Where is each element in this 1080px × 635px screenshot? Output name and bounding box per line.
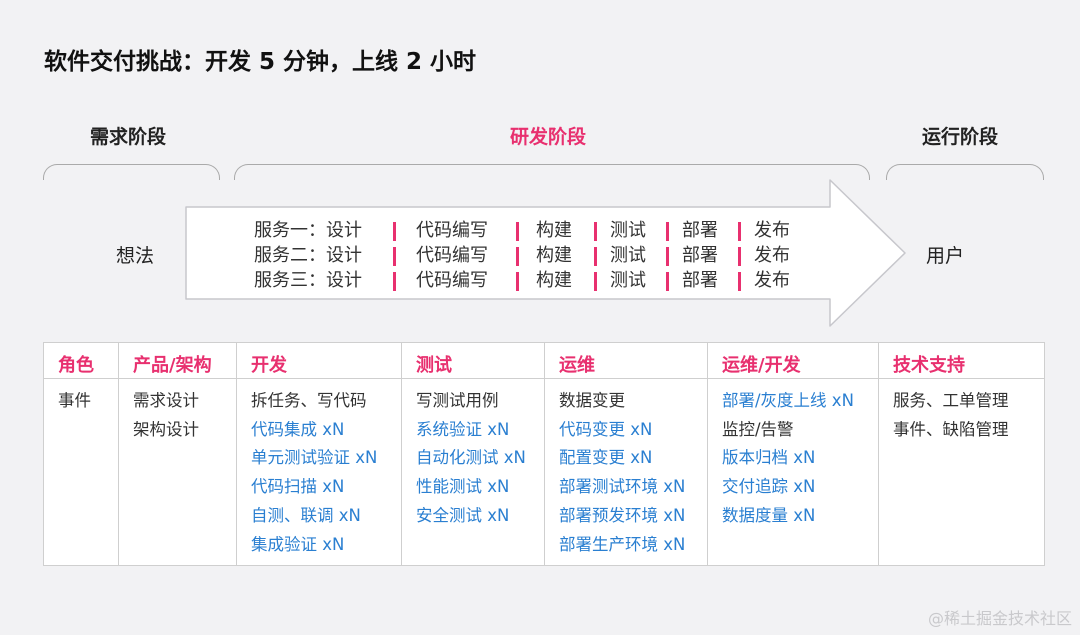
list-item: 写测试用例	[416, 391, 499, 410]
pipeline-step: 部署	[682, 220, 718, 241]
watermark: @稀土掘金技术社区	[927, 609, 1072, 628]
table-cell: 服务、工单管理事件、缺陷管理	[878, 378, 1045, 566]
list-item: 单元测试验证 xN	[251, 448, 378, 468]
list-item: 部署测试环境 xN	[559, 477, 686, 497]
pipeline-step: 代码编写	[416, 270, 488, 291]
list-item: 安全测试 xN	[416, 505, 510, 525]
step-separator	[666, 272, 669, 291]
table-header-row: 角色产品/架构开发测试运维运维/开发技术支持	[43, 342, 1045, 379]
pipeline-step: 发布	[754, 245, 790, 266]
table-header-cell: 测试	[401, 342, 545, 379]
list-item: 事件、缺陷管理	[893, 419, 1009, 439]
step-separator	[516, 272, 519, 291]
list-item: 自测、联调 xN	[251, 505, 361, 525]
step-separator	[393, 272, 396, 291]
list-item: 代码变更 xN	[559, 419, 653, 439]
service-name: 服务三：设计	[254, 270, 362, 291]
list-item: 自动化测试 xN	[416, 448, 526, 468]
table-cell: 事件	[43, 378, 119, 566]
idea-label: 想法	[116, 245, 155, 267]
list-item: 部署/灰度上线 xN	[722, 391, 854, 410]
list-item: 拆任务、写代码	[251, 391, 367, 410]
step-separator	[666, 222, 669, 241]
pipeline-step: 部署	[682, 270, 718, 291]
table-cell: 拆任务、写代码代码集成 xN 单元测试验证 xN 代码扫描 xN 自测、联调 xN 集成…	[236, 378, 402, 566]
pipeline-step: 构建	[536, 270, 572, 291]
pipeline-step: 代码编写	[416, 220, 488, 241]
step-separator	[594, 222, 597, 241]
list-item: 集成验证 xN	[251, 534, 345, 554]
list-item: 部署预发环境 xN	[559, 505, 686, 525]
list-item: 服务、工单管理	[893, 391, 1009, 410]
pipeline-step: 测试	[610, 245, 646, 266]
table-cell: 部署/灰度上线 xN 监控/告警版本归档 xN 交付追踪 xN 数据度量 xN	[707, 378, 879, 566]
list-item: 数据度量 xN	[722, 505, 816, 525]
table-cell: 数据变更代码变更 xN 配置变更 xN 部署测试环境 xN 部署预发环境 xN 部署生产…	[544, 378, 708, 566]
service-name: 服务一：设计	[254, 220, 362, 241]
phase-operation-label: 运行阶段	[922, 126, 999, 148]
pipeline-step: 构建	[536, 220, 572, 241]
table-cell: 需求设计架构设计	[118, 378, 237, 566]
roles-table: 角色产品/架构开发测试运维运维/开发技术支持 事件需求设计架构设计拆任务、写代码…	[43, 342, 1045, 566]
table-header-cell: 产品/架构	[118, 342, 237, 379]
pipeline-step: 发布	[754, 270, 790, 291]
pipeline-step: 发布	[754, 220, 790, 241]
table-header-cell: 运维/开发	[707, 342, 879, 379]
pipeline-step: 测试	[610, 270, 646, 291]
step-separator	[393, 222, 396, 241]
phase-development-label: 研发阶段	[510, 126, 587, 148]
step-separator	[738, 222, 741, 241]
list-item: 代码扫描 xN	[251, 477, 345, 497]
step-separator	[393, 247, 396, 266]
pipeline-step: 部署	[682, 245, 718, 266]
list-item: 版本归档 xN	[722, 448, 816, 468]
phase-requirements-label: 需求阶段	[90, 126, 167, 148]
list-item: 配置变更 xN	[559, 448, 653, 468]
table-header-cell: 运维	[544, 342, 708, 379]
table-header-cell: 角色	[43, 342, 119, 379]
step-separator	[516, 222, 519, 241]
list-item: 性能测试 xN	[416, 477, 510, 497]
list-item: 监控/告警	[722, 419, 794, 439]
list-item: 交付追踪 xN	[722, 477, 816, 497]
pipeline-step: 代码编写	[416, 245, 488, 266]
table-header-cell: 开发	[236, 342, 402, 379]
table-cell: 写测试用例系统验证 xN 自动化测试 xN 性能测试 xN 安全测试 xN	[401, 378, 545, 566]
pipeline-step: 测试	[610, 220, 646, 241]
service-name: 服务二：设计	[254, 245, 362, 266]
step-separator	[738, 247, 741, 266]
step-separator	[516, 247, 519, 266]
step-separator	[738, 272, 741, 291]
step-separator	[594, 247, 597, 266]
pipeline-step: 构建	[536, 245, 572, 266]
list-item: 数据变更	[559, 391, 625, 410]
list-item: 事件	[58, 391, 91, 410]
list-item: 代码集成 xN	[251, 419, 345, 439]
list-item: 部署生产环境 xN	[559, 534, 686, 554]
page-title: 软件交付挑战：开发 5 分钟，上线 2 小时	[44, 49, 477, 75]
list-item: 系统验证 xN	[416, 419, 510, 439]
list-item: 架构设计	[133, 419, 199, 439]
table-header-cell: 技术支持	[878, 342, 1045, 379]
step-separator	[666, 247, 669, 266]
user-label: 用户	[926, 245, 965, 267]
list-item: 需求设计	[133, 391, 199, 410]
step-separator	[594, 272, 597, 291]
